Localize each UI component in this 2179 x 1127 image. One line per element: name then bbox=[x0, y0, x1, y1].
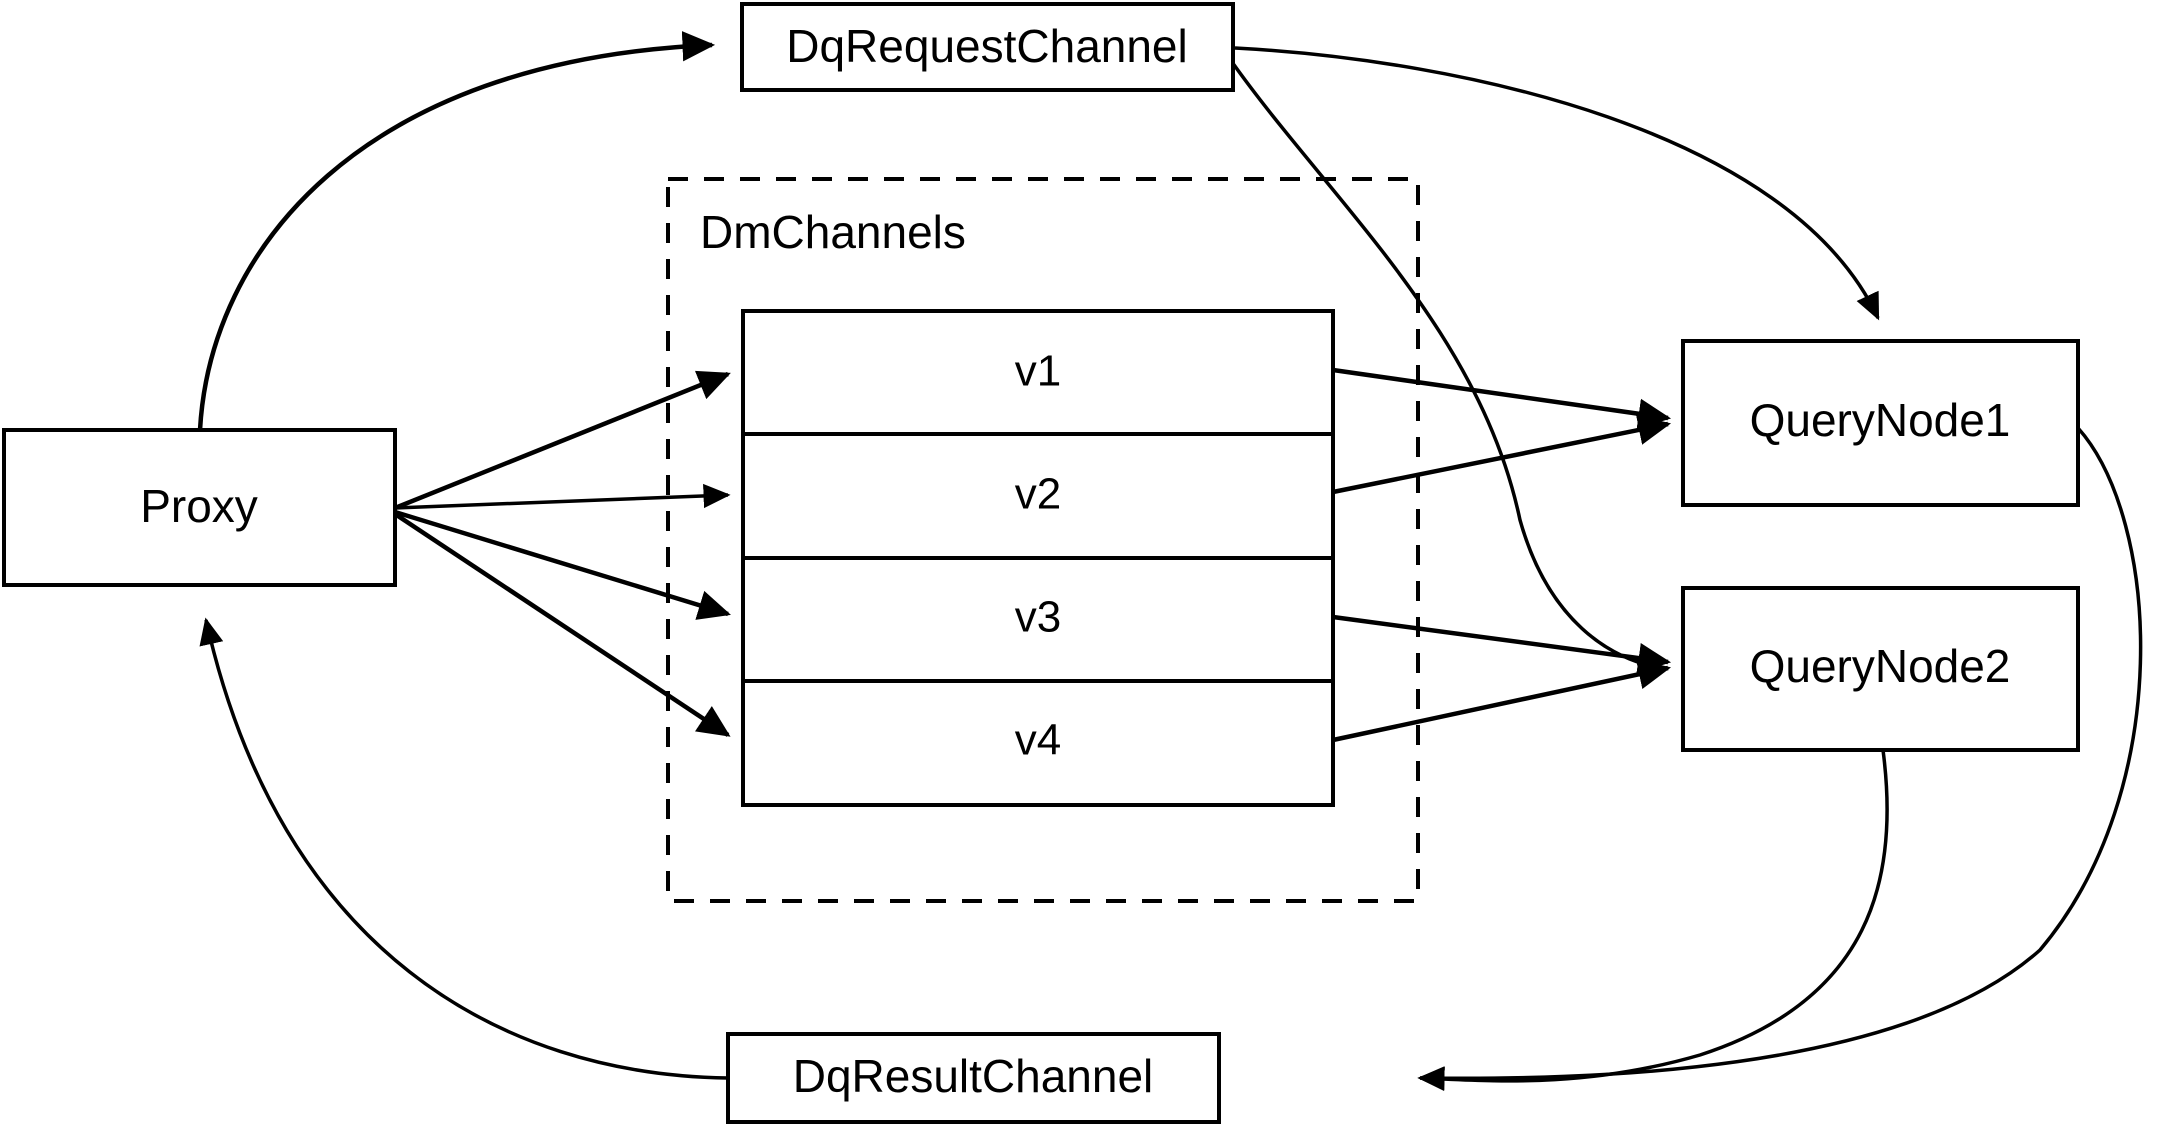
edge-proxy-to-v2 bbox=[394, 483, 731, 510]
proxy-node-label: Proxy bbox=[140, 480, 258, 532]
dqresultchannel-node-box[interactable] bbox=[726, 1032, 1221, 1124]
edge-v4-to-querynode2 bbox=[1332, 659, 1672, 743]
dmchannels-row-v2[interactable]: v2 bbox=[1015, 470, 1061, 519]
querynode2-node-box[interactable] bbox=[1681, 586, 2080, 752]
dmchannels-row-v4[interactable]: v4 bbox=[1015, 716, 1061, 765]
edge-proxy-to-v1 bbox=[394, 370, 731, 511]
edge-proxy-to-v4 bbox=[393, 512, 731, 737]
edge-proxy-to-v3 bbox=[394, 509, 731, 620]
edge-dqrequestchannel-to-querynode1 bbox=[1234, 46, 1880, 321]
dqresultchannel-node-label: DqResultChannel bbox=[793, 1050, 1154, 1102]
querynode1-node-label: QueryNode1 bbox=[1750, 394, 2011, 446]
dmchannels-group-label: DmChannels bbox=[700, 206, 966, 258]
edge-querynode1-to-dqresultchannel bbox=[1417, 426, 2143, 1091]
edge-v2-to-querynode1 bbox=[1332, 414, 1672, 495]
querynode2-node-label: QueryNode2 bbox=[1750, 640, 2011, 692]
edge-dqresultchannel-to-proxy bbox=[199, 617, 729, 1080]
dmchannels-row-v3[interactable]: v3 bbox=[1015, 593, 1061, 642]
edge-v3-to-querynode2 bbox=[1332, 614, 1672, 674]
proxy-node-box[interactable] bbox=[2, 428, 397, 587]
dqrequestchannel-node-label: DqRequestChannel bbox=[786, 20, 1188, 72]
dqrequestchannel-node-box[interactable] bbox=[740, 2, 1235, 92]
edge-proxy-to-dqrequestchannel bbox=[197, 31, 716, 431]
dmchannels-group bbox=[666, 177, 1420, 903]
querynode1-node-box[interactable] bbox=[1681, 339, 2080, 507]
edge-dqrequestchannel-to-querynode2 bbox=[1230, 60, 1665, 677]
dmchannels-row-v1[interactable]: v1 bbox=[1015, 347, 1061, 396]
edge-v1-to-querynode1 bbox=[1332, 367, 1672, 429]
edge-querynode2-to-dqresultchannel bbox=[1417, 749, 1889, 1091]
